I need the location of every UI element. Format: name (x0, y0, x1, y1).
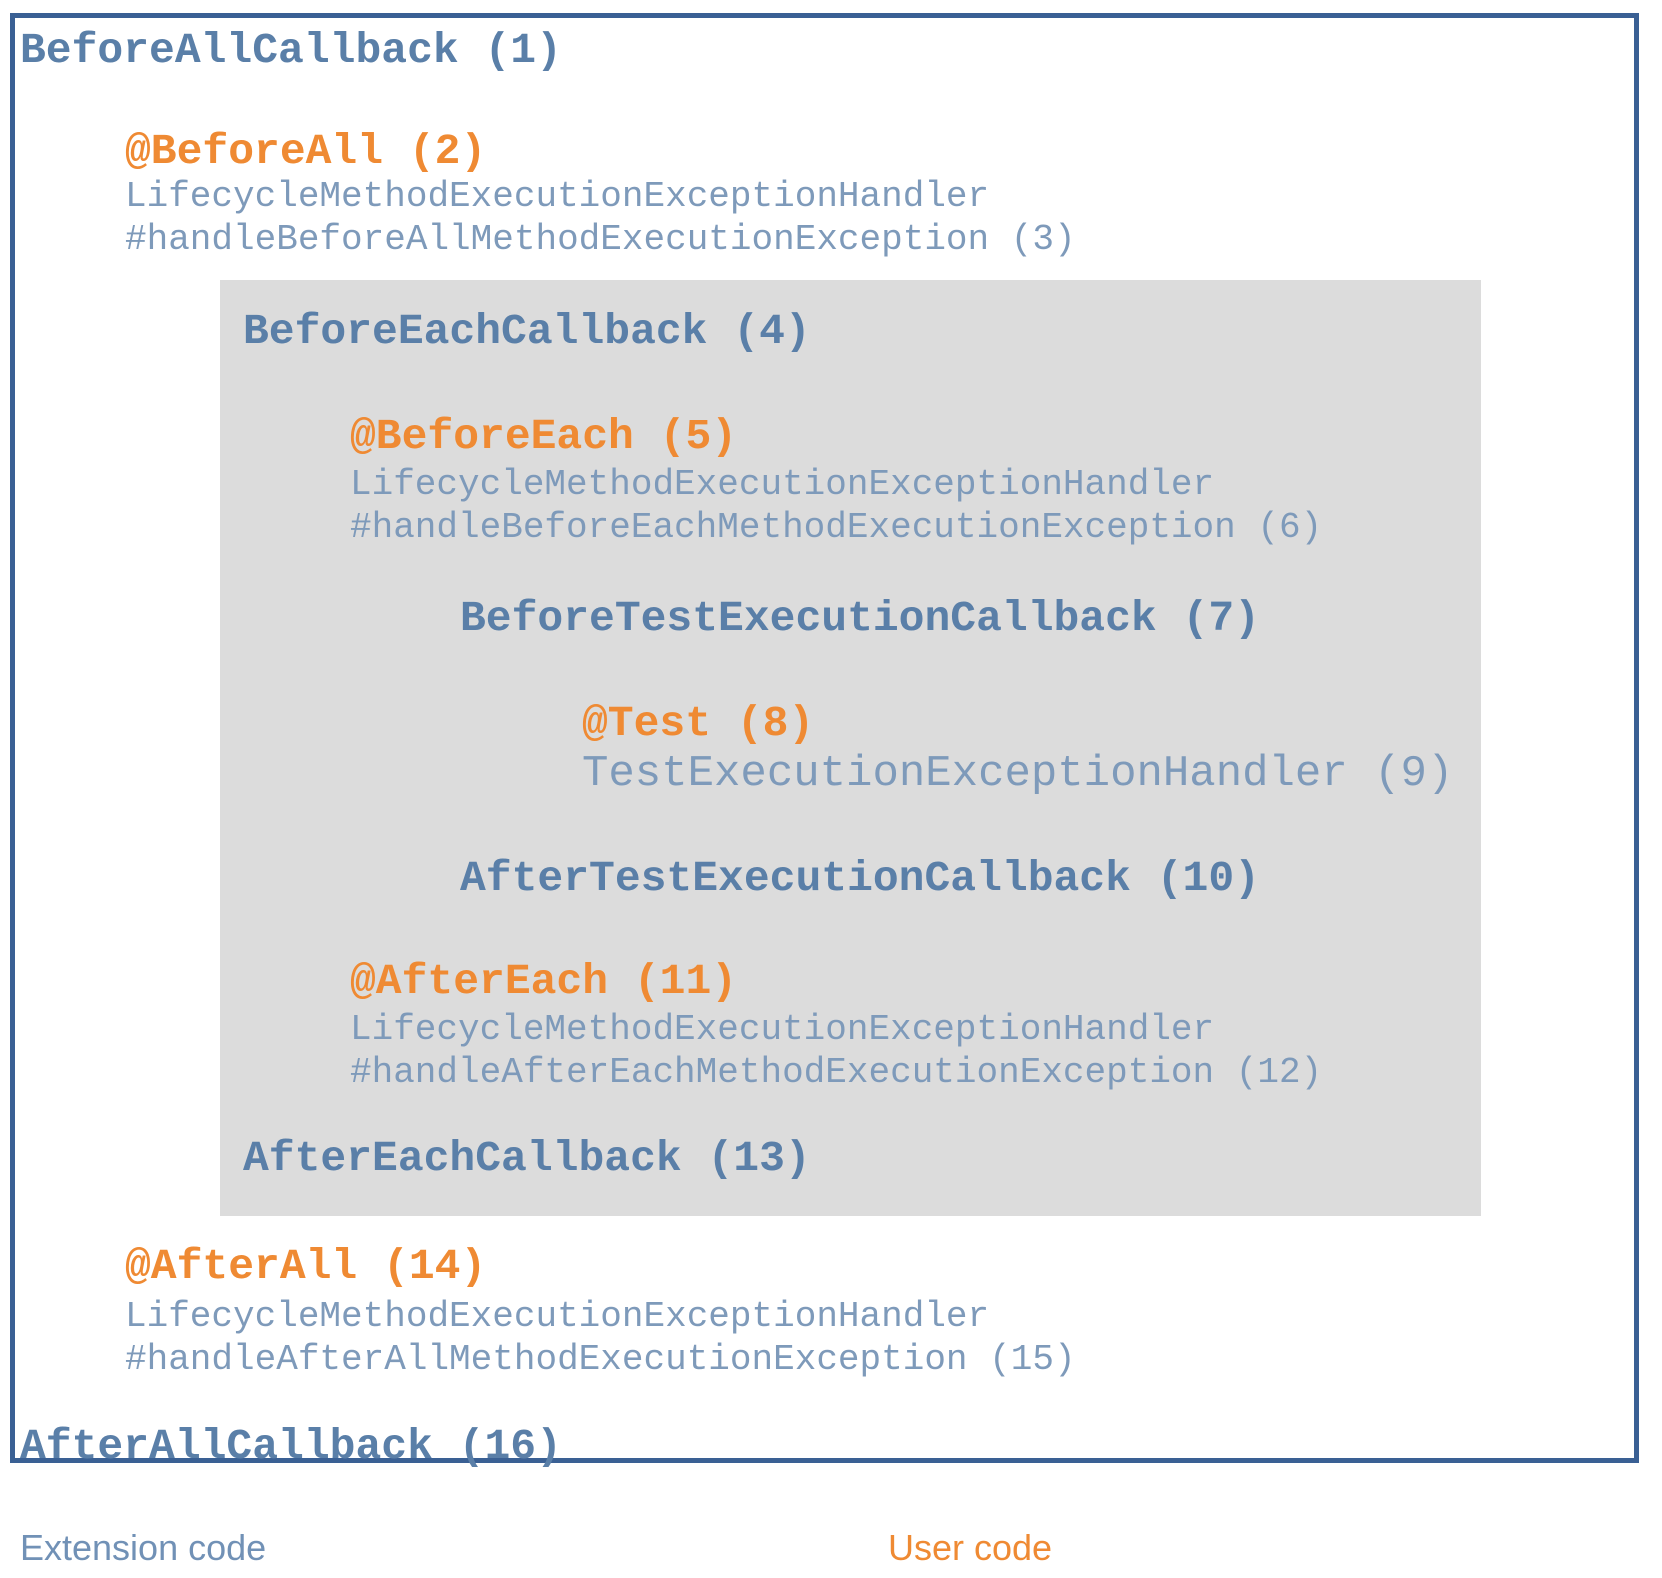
before-all-handler-method-label: #handleBeforeAllMethodExecutionException… (125, 219, 1076, 260)
before-test-execution-callback-label: BeforeTestExecutionCallback (7) (460, 594, 1260, 643)
after-all-handler-method-label: #handleAfterAllMethodExecutionException … (125, 1339, 1076, 1380)
extension-lifecycle-box (10, 13, 1639, 1463)
before-all-callback-label: BeforeAllCallback (1) (20, 26, 562, 75)
after-all-callback-label: AfterAllCallback (16) (20, 1422, 562, 1471)
legend-user-code: User code (888, 1527, 1053, 1568)
before-each-callback-label: BeforeEachCallback (4) (243, 307, 811, 356)
after-test-execution-callback-label: AfterTestExecutionCallback (10) (460, 854, 1260, 903)
after-each-annotation-label: @AfterEach (11) (350, 957, 738, 1006)
after-all-annotation-label: @AfterAll (14) (125, 1242, 487, 1291)
before-each-handler-method-label: #handleBeforeEachMethodExecutionExceptio… (350, 507, 1323, 548)
legend-extension-code: Extension code (20, 1527, 267, 1568)
before-each-annotation-label: @BeforeEach (5) (350, 412, 738, 461)
after-each-handler-method-label: #handleAfterEachMethodExecutionException… (350, 1052, 1323, 1093)
test-annotation-label: @Test (8) (582, 699, 815, 748)
before-each-handler-class-label: LifecycleMethodExecutionExceptionHandler (350, 464, 1215, 505)
before-all-annotation-label: @BeforeAll (2) (125, 127, 487, 176)
before-all-handler-class-label: LifecycleMethodExecutionExceptionHandler (125, 176, 990, 217)
per-test-lifecycle-box (220, 280, 1481, 1216)
after-each-callback-label: AfterEachCallback (13) (243, 1134, 811, 1183)
test-execution-exception-handler-label: TestExecutionExceptionHandler (9) (582, 749, 1454, 799)
after-all-handler-class-label: LifecycleMethodExecutionExceptionHandler (125, 1296, 990, 1337)
after-each-handler-class-label: LifecycleMethodExecutionExceptionHandler (350, 1009, 1215, 1050)
